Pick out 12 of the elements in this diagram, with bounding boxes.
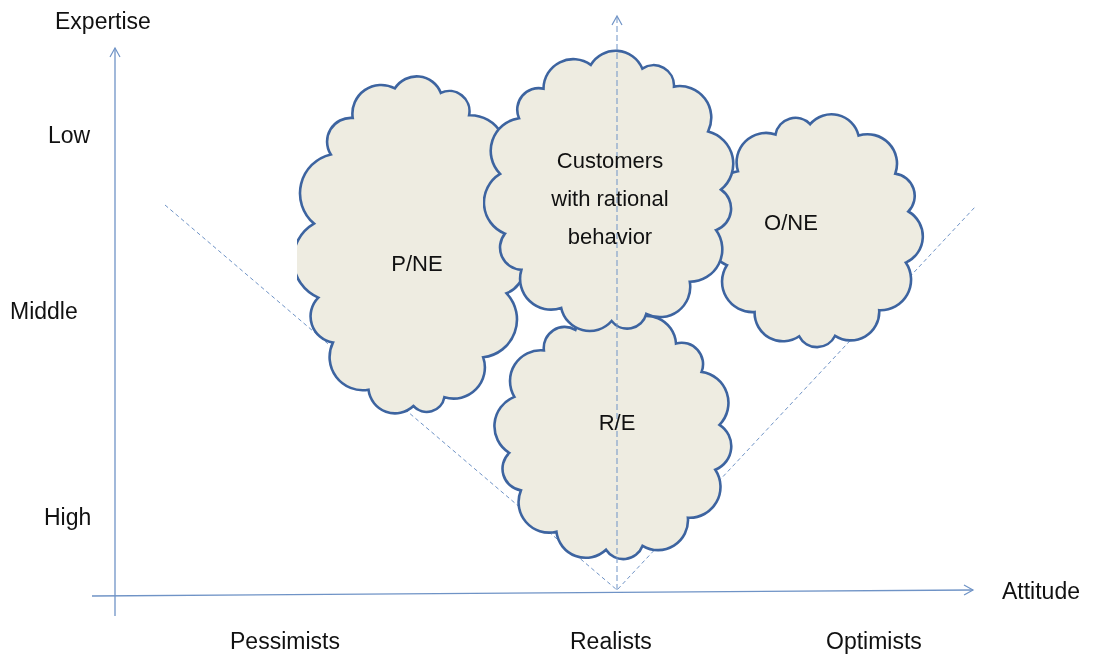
axis-title: Expertise	[55, 7, 151, 36]
axis-category-label: Middle	[10, 297, 78, 326]
axis-title: Attitude	[1002, 577, 1080, 606]
cloud-label: Customers with rational behavior	[550, 147, 670, 251]
axis-category-label: Optimists	[826, 627, 922, 656]
axis-category-label: Pessimists	[230, 627, 340, 656]
cloud-label: R/E	[597, 409, 637, 437]
cloud-label: O/NE	[763, 209, 819, 237]
cloud-label: P/NE	[390, 250, 444, 278]
axis-category-label: Low	[48, 121, 91, 150]
axis-category-label: Realists	[570, 627, 652, 656]
axis-category-label: High	[44, 503, 92, 532]
